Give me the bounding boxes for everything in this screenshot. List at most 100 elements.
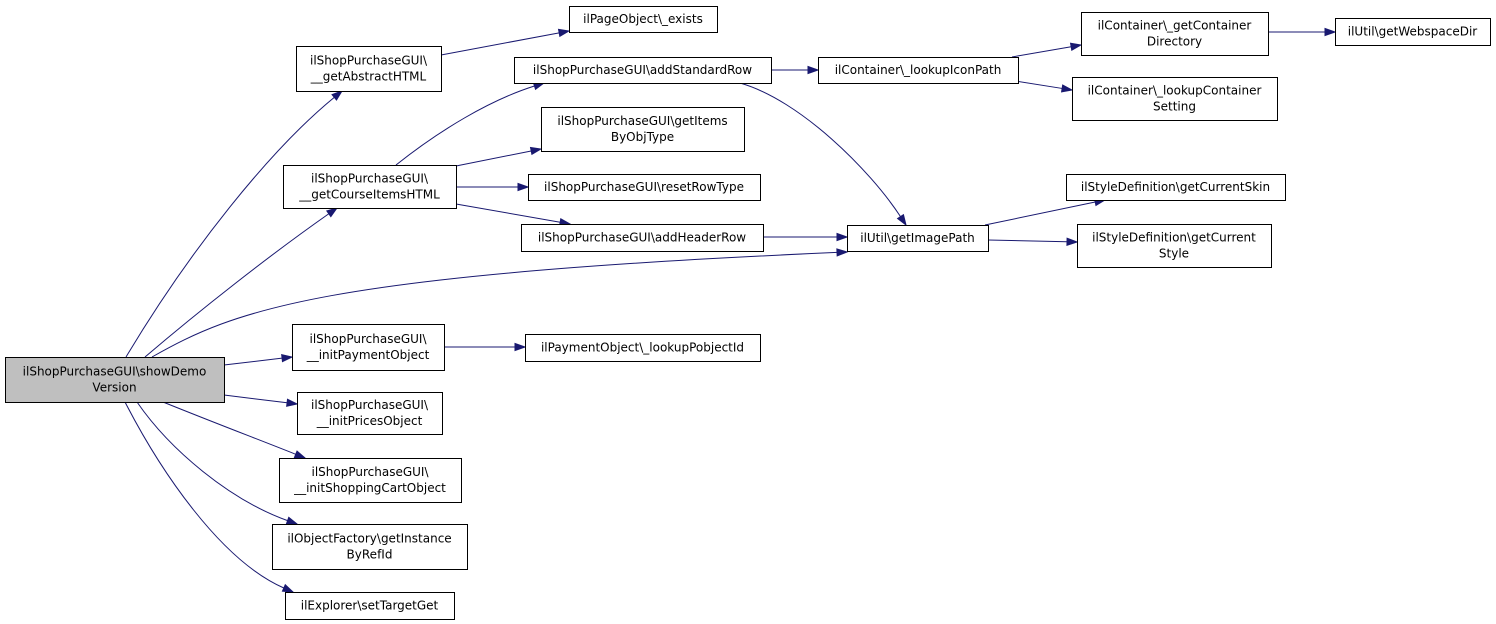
node-label: ilObjectFactory\getInstance xyxy=(287,532,451,546)
node-label: ilContainer\_lookupContainer xyxy=(1088,84,1262,98)
node-label: ilShopPurchaseGUI\showDemo xyxy=(23,365,207,379)
edge-getCourseItemsHTML-to-addHeaderRow xyxy=(455,203,572,227)
node-label: ilShopPurchaseGUI\addHeaderRow xyxy=(538,231,746,245)
arrowhead xyxy=(285,516,299,525)
edge-addStandardRow-to-getImagePath xyxy=(739,82,907,227)
edge-addHeaderRow-to-getImagePath xyxy=(763,232,849,242)
node-getCurrentSkin[interactable]: ilStyleDefinition\getCurrentSkin xyxy=(1066,174,1286,201)
edge-line xyxy=(1014,80,1063,89)
edges-layer xyxy=(124,27,1337,593)
node-setTargetGet[interactable]: ilExplorer\setTargetGet xyxy=(285,592,455,620)
arrowhead xyxy=(1066,237,1079,246)
arrowhead xyxy=(896,213,907,227)
node-pageObjectExists[interactable]: ilPageObject\_exists xyxy=(569,6,718,33)
edge-getImagePath-to-getCurrentStyle xyxy=(987,237,1079,246)
node-label: Version xyxy=(92,381,136,395)
node-initShoppingCartObject[interactable]: ilShopPurchaseGUI\__initShoppingCartObje… xyxy=(279,458,462,503)
node-getAbstractHTML[interactable]: ilShopPurchaseGUI\__getAbstractHTML xyxy=(296,46,442,92)
arrowhead xyxy=(529,146,543,156)
node-box xyxy=(297,392,443,435)
node-initPricesObject[interactable]: ilShopPurchaseGUI\__initPricesObject xyxy=(297,392,443,435)
arrowhead xyxy=(1324,27,1337,37)
arrowhead xyxy=(331,90,344,101)
node-box xyxy=(847,225,989,252)
arrowhead xyxy=(836,248,849,257)
edge-showDemoVersion-to-getImagePath xyxy=(151,248,849,358)
node-label: ilContainer\_lookupIconPath xyxy=(835,63,1002,77)
edge-getCourseItemsHTML-to-addStandardRow xyxy=(395,82,546,166)
node-label: ilShopPurchaseGUI\ xyxy=(311,398,429,412)
node-label: ByObjType xyxy=(611,130,674,144)
arrowhead xyxy=(1060,84,1074,93)
edge-getCourseItemsHTML-to-resetRowType xyxy=(456,182,530,192)
node-label: ilShopPurchaseGUI\addStandardRow xyxy=(533,63,752,77)
arrowhead xyxy=(557,28,571,38)
edge-getImagePath-to-getCurrentSkin xyxy=(984,198,1107,226)
node-box xyxy=(292,324,445,371)
edge-line xyxy=(144,213,330,358)
node-getCourseItemsHTML[interactable]: ilShopPurchaseGUI\__getCourseItemsHTML xyxy=(283,165,457,209)
edge-line xyxy=(151,251,838,358)
node-label: __initPaymentObject xyxy=(306,348,430,362)
arrowhead xyxy=(1069,42,1083,51)
node-resetRowType[interactable]: ilShopPurchaseGUI\resetRowType xyxy=(528,174,761,201)
node-box xyxy=(1072,77,1278,121)
node-box xyxy=(296,46,442,92)
arrowhead xyxy=(325,207,339,218)
edge-line xyxy=(223,357,283,366)
node-label: ilShopPurchaseGUI\ xyxy=(309,332,427,346)
arrowhead xyxy=(286,398,299,407)
arrowhead xyxy=(517,182,530,192)
node-box xyxy=(541,107,745,152)
node-lookupPobjectId[interactable]: ilPaymentObject\_lookupPobjectId xyxy=(525,334,761,362)
arrowhead xyxy=(293,450,307,459)
edge-showDemoVersion-to-initShoppingCartObject xyxy=(162,401,307,459)
edge-line xyxy=(1011,46,1072,58)
arrowhead xyxy=(807,65,820,75)
node-label: ilStyleDefinition\getCurrent xyxy=(1092,231,1256,245)
edge-line xyxy=(124,401,285,589)
edge-line xyxy=(395,85,535,166)
edge-line xyxy=(223,394,288,404)
node-label: __getCourseItemsHTML xyxy=(298,188,440,202)
node-label: ilShopPurchaseGUI\ xyxy=(311,465,429,479)
node-addHeaderRow[interactable]: ilShopPurchaseGUI\addHeaderRow xyxy=(521,224,764,252)
edge-showDemoVersion-to-getInstanceByRefId xyxy=(136,401,299,525)
node-box xyxy=(272,524,468,570)
arrowhead xyxy=(281,354,294,363)
node-addStandardRow[interactable]: ilShopPurchaseGUI\addStandardRow xyxy=(514,57,772,84)
node-getWebspaceDir[interactable]: ilUtil\getWebspaceDir xyxy=(1335,18,1491,46)
arrowhead xyxy=(514,342,527,352)
node-label: ilShopPurchaseGUI\resetRowType xyxy=(544,180,744,194)
edge-getAbstractHTML-to-pageObjectExists xyxy=(440,28,571,56)
edge-showDemoVersion-to-initPaymentObject xyxy=(223,354,294,366)
arrowhead xyxy=(281,583,295,593)
edge-line xyxy=(455,203,561,223)
node-box xyxy=(818,57,1019,84)
node-initPaymentObject[interactable]: ilShopPurchaseGUI\ __initPaymentObject xyxy=(292,324,445,371)
edge-lookupIconPath-to-lookupContainerSetting xyxy=(1014,80,1074,93)
node-label: ilContainer\_getContainer xyxy=(1098,19,1252,33)
edge-showDemoVersion-to-getAbstractHTML xyxy=(125,90,344,358)
edge-line xyxy=(455,150,532,167)
node-box xyxy=(1335,18,1491,46)
node-label: ilUtil\getWebspaceDir xyxy=(1348,25,1478,39)
nodes-layer: ilShopPurchaseGUI\showDemoVersionilShopP… xyxy=(5,6,1491,620)
node-lookupIconPath[interactable]: ilContainer\_lookupIconPath xyxy=(818,57,1019,84)
node-getImagePath[interactable]: ilUtil\getImagePath xyxy=(847,225,989,252)
node-label: Style xyxy=(1159,247,1189,261)
node-box xyxy=(525,334,761,362)
node-box xyxy=(514,57,772,84)
edge-line xyxy=(440,32,560,56)
node-label: ilShopPurchaseGUI\getItems xyxy=(557,114,727,128)
edge-showDemoVersion-to-setTargetGet xyxy=(124,401,295,593)
node-box xyxy=(1077,224,1272,268)
node-box xyxy=(285,592,455,620)
node-label: ilStyleDefinition\getCurrentSkin xyxy=(1081,180,1270,194)
